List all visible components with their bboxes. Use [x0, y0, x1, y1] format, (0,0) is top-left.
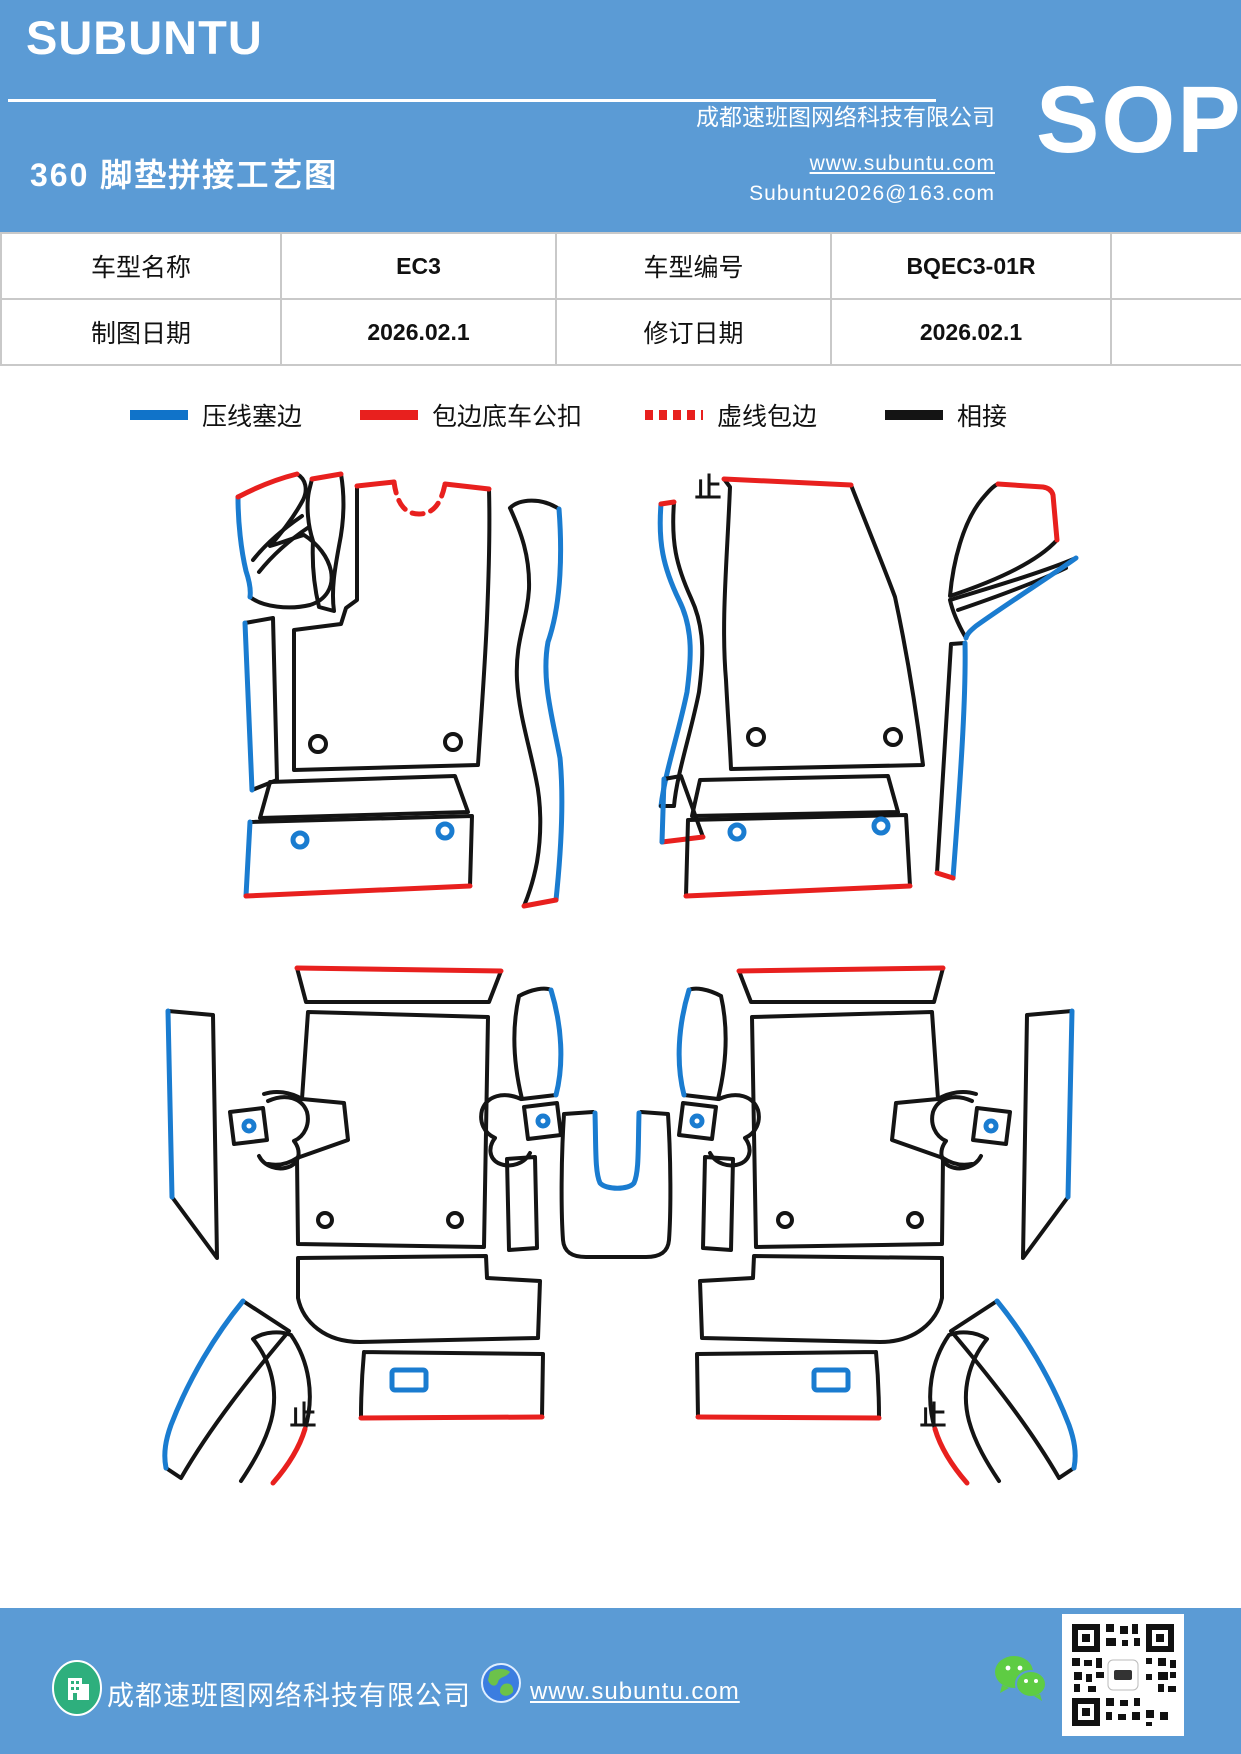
- legend-item-join: 相接: [885, 398, 1007, 432]
- header-divider-line: [8, 99, 936, 102]
- line-type-legend: 压线塞边 包边底车公扣 虚线包边 相接: [0, 398, 1241, 432]
- header-email: Subuntu2026@163.com: [749, 182, 995, 205]
- header-banner: SUBUNTU 360 脚垫拼接工艺图 成都速班图网络科技有限公司 SOP ww…: [0, 0, 1241, 232]
- rear-right-mat-drawing: [679, 968, 1075, 1483]
- table-row: 制图日期 2026.02.1 修订日期 2026.02.1: [0, 298, 1241, 366]
- table-row: 车型名称 EC3 车型编号 BQEC3-01R: [0, 232, 1241, 300]
- legend-label: 虚线包边: [717, 403, 818, 431]
- blue-line-swatch-icon: [130, 410, 188, 420]
- legend-label: 压线塞边: [202, 403, 303, 431]
- company-building-icon: [52, 1660, 102, 1716]
- footer-banner: 成都速班图网络科技有限公司 www.subuntu.com: [0, 1608, 1241, 1754]
- stop-mark-annotation: 止: [695, 473, 722, 503]
- cell-empty: [1110, 232, 1241, 300]
- center-tunnel-piece-drawing: [559, 1110, 673, 1259]
- cell-model-name-label: 车型名称: [0, 232, 282, 300]
- brand-logo-text: SUBUNTU: [26, 11, 263, 64]
- qr-code: [1062, 1614, 1184, 1736]
- cell-model-code-label: 车型编号: [555, 232, 832, 300]
- stop-mark-annotation: 止: [920, 1401, 947, 1431]
- cell-revise-date-label: 修订日期: [555, 298, 832, 366]
- cell-draw-date-label: 制图日期: [0, 298, 282, 366]
- footer-website-link[interactable]: www.subuntu.com: [530, 1678, 740, 1705]
- legend-label: 相接: [957, 403, 1008, 431]
- front-right-mat-drawing: [657, 476, 1079, 899]
- title-block-table: 车型名称 EC3 车型编号 BQEC3-01R 制图日期 2026.02.1 修…: [0, 232, 1241, 366]
- stop-mark-annotation: 止: [290, 1401, 317, 1431]
- cell-model-code-value: BQEC3-01R: [830, 232, 1112, 300]
- footer-company-name: 成都速班图网络科技有限公司: [107, 1681, 471, 1711]
- cell-revise-date-value: 2026.02.1: [830, 298, 1112, 366]
- red-line-swatch-icon: [360, 410, 418, 420]
- header-website-link[interactable]: www.subuntu.com: [809, 152, 995, 175]
- legend-label: 包边底车公扣: [432, 403, 583, 431]
- red-dashed-line-swatch-icon: [645, 410, 703, 420]
- header-company-name: 成都速班图网络科技有限公司: [696, 104, 995, 130]
- cell-draw-date-value: 2026.02.1: [280, 298, 557, 366]
- wechat-icon: [995, 1656, 1047, 1701]
- legend-item-wrap-buckle: 包边底车公扣: [360, 398, 582, 432]
- legend-item-press-edge: 压线塞边: [130, 398, 302, 432]
- rear-left-mat-drawing: [162, 965, 564, 1486]
- legend-item-dashed-wrap: 虚线包边: [645, 398, 817, 432]
- cell-empty: [1110, 298, 1241, 366]
- black-line-swatch-icon: [885, 410, 943, 420]
- cell-model-name-value: EC3: [280, 232, 557, 300]
- globe-icon: [481, 1663, 521, 1703]
- front-left-mat-drawing: [235, 471, 565, 909]
- page-title: 360 脚垫拼接工艺图: [30, 157, 339, 193]
- sop-label: SOP: [1036, 67, 1241, 173]
